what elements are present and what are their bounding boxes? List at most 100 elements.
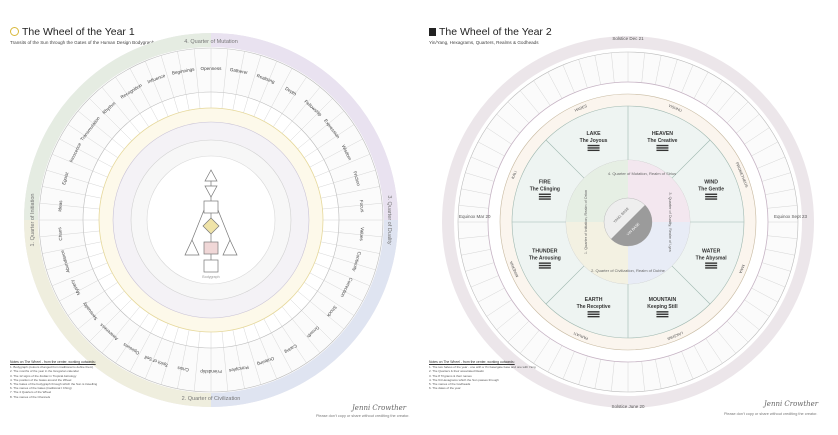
- trigram-line: [705, 193, 718, 195]
- wheel-1-title-text: The Wheel of the Year 1: [22, 26, 135, 38]
- trigram-line: [538, 262, 551, 264]
- hexagram-divider: [611, 361, 615, 392]
- gate-divider: [193, 331, 201, 392]
- gate-divider: [314, 262, 370, 287]
- hexagram-dividers: [458, 52, 798, 392]
- trigram-line: [587, 313, 600, 315]
- wheel-1-panel: The Wheel of the Year 1 Transits of the …: [10, 26, 409, 418]
- gate-name-label: Mystery: [69, 279, 81, 296]
- trigram-subtitle: The Joyous: [580, 138, 608, 144]
- trigram-subtitle: The Creative: [647, 138, 677, 144]
- gate-divider: [221, 331, 229, 392]
- hexagram-divider: [655, 55, 662, 85]
- quarter-initiation-arc: [24, 33, 212, 221]
- gate-divider: [297, 290, 345, 330]
- trigram-name: HEAVEN: [652, 131, 673, 137]
- hexagram-divider: [461, 188, 491, 195]
- hexagram-divider: [668, 59, 678, 89]
- hexagram-divider: [578, 355, 588, 385]
- hexagram-divider: [655, 359, 662, 389]
- bodygraph-figure: [184, 169, 238, 273]
- godhead-label: MINERVA: [509, 260, 519, 278]
- note-line: 2. The months of the year in the Gregori…: [10, 369, 79, 374]
- hexagram-divider: [641, 52, 645, 83]
- gate-name-label: Values: [359, 227, 365, 242]
- gate-divider: [232, 51, 245, 111]
- wheel-2-notes: Notes on The Wheel - from the center, wo…: [429, 360, 579, 390]
- quarter-label-duality: 3. Quarter of Duality: [386, 195, 392, 244]
- trigram-subtitle: The Gentle: [698, 187, 724, 193]
- hexagram-divider: [496, 310, 520, 331]
- gate-divider: [304, 124, 355, 158]
- hexagram-divider: [465, 172, 495, 182]
- gate-divider: [253, 323, 278, 379]
- notes-title: Notes on The Wheel - from the center, wo…: [10, 360, 96, 364]
- gate-divider: [221, 48, 229, 109]
- note-line: 8. The names of the Channels: [10, 394, 51, 399]
- note-line: 6. The names of the Gates (traditional I…: [10, 386, 72, 391]
- gate-divider: [144, 61, 169, 117]
- quarter-2-label-mutation: 4. Quarter of Mutation, Realm of Sirius: [608, 171, 676, 176]
- quarter-mutation-arc: [210, 33, 398, 221]
- gate-divider: [309, 138, 363, 168]
- trigram-line: [705, 195, 718, 198]
- trigram-subtitle: The Clinging: [530, 187, 560, 193]
- wheel-2-title: The Wheel of the Year 2: [429, 26, 552, 38]
- gate-divider: [46, 252, 104, 271]
- trigram-subtitle: The Abysmal: [696, 255, 728, 261]
- gate-divider: [314, 153, 370, 178]
- wheel-1-title: The Wheel of the Year 1: [10, 26, 135, 38]
- trigram-subtitle: The Arousing: [529, 255, 561, 261]
- gate-divider: [281, 86, 321, 134]
- gate-name-label: Beginnings: [172, 66, 196, 75]
- hexagram-divider: [765, 188, 795, 195]
- godhead-label: HADES: [574, 104, 588, 113]
- trigram-divider: [671, 139, 711, 179]
- hexagram-divider: [705, 338, 723, 364]
- gate-divider: [243, 327, 262, 385]
- trigram-line: [587, 149, 600, 152]
- gate-divider: [253, 61, 278, 117]
- gate-divider: [129, 68, 159, 122]
- quarter-duality-arc: [210, 219, 398, 407]
- sun-icon: [10, 27, 19, 36]
- hexagram-divider: [641, 361, 645, 392]
- wheel-1-subtitle: Transits of the Sun through the Gates of…: [10, 40, 155, 45]
- hexagram-divider: [461, 249, 491, 256]
- trigram-line: [656, 313, 669, 315]
- bodygraph-label: Bodygraph: [202, 275, 219, 279]
- hexagram-divider: [726, 101, 749, 124]
- gate-divider: [115, 313, 149, 364]
- note-line: 7. The 4 Quarters of the Wheel: [10, 390, 52, 395]
- hexagram-divider: [693, 345, 709, 373]
- wheel-2-signature: Jenni Crowther: [764, 400, 819, 408]
- quarter-civilization-arc: [24, 219, 212, 407]
- gate-divider: [322, 230, 383, 238]
- gate-divider: [89, 299, 132, 342]
- hexagram-divider: [681, 351, 694, 380]
- hexagram-divider: [507, 101, 530, 124]
- gate-divider: [42, 186, 102, 199]
- hexagram-divider: [458, 235, 489, 239]
- quarter-label-mutation: 4. Quarter of Mutation: [184, 39, 238, 45]
- gate-divider: [160, 55, 179, 113]
- gate-divider: [46, 169, 104, 188]
- quarter-label-civilization: 2. Quarter of Civilization: [182, 396, 241, 402]
- trigram-divider: [545, 139, 585, 179]
- gate-divider: [232, 329, 245, 389]
- wheel-2-copyright: Please don't copy or share without credi…: [724, 412, 818, 416]
- trigram-line: [587, 144, 600, 147]
- note-line: 1. Bodygraph (colours changed from tradi…: [10, 365, 94, 370]
- square-icon: [429, 28, 436, 36]
- trigram-line: [656, 315, 669, 318]
- gate-divider: [42, 241, 102, 254]
- gate-name-label: Ordering: [256, 356, 275, 367]
- trigram-line: [538, 198, 551, 200]
- gate-name-label: Principles: [228, 365, 249, 374]
- gate-divider: [193, 48, 201, 109]
- hexagram-divider: [757, 156, 786, 169]
- quarter-2-label-initiation: 1. Quarter of Initiation, Realm of Orion: [584, 190, 588, 254]
- trigram-name: MOUNTAIN: [649, 297, 677, 303]
